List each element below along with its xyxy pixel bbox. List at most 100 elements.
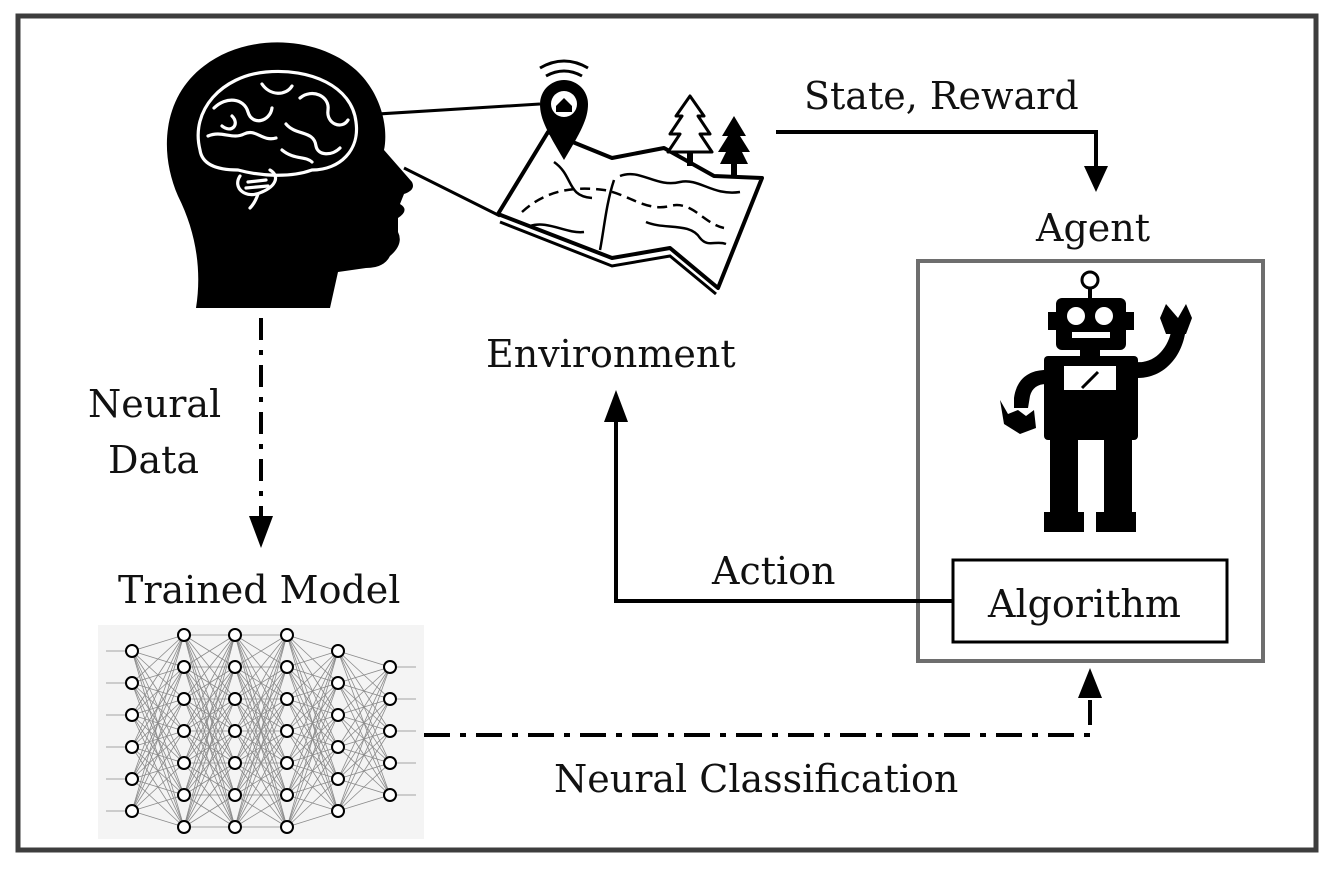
network-node: [125, 740, 139, 754]
network-edge: [234, 634, 288, 700]
network-node: [331, 708, 345, 722]
head-brain-icon: [166, 42, 413, 309]
network-node: [125, 676, 139, 690]
network-edge: [183, 762, 236, 828]
network-node: [383, 724, 397, 738]
network-edge: [234, 634, 288, 796]
network-edge: [337, 666, 391, 684]
network-node: [280, 660, 294, 674]
network-edge: [234, 730, 288, 828]
network-edge: [286, 650, 339, 764]
network-node: [331, 740, 345, 754]
map-icon: [496, 130, 764, 296]
network-edge: [234, 634, 288, 828]
network-node: [228, 660, 242, 674]
network-edge: [337, 650, 391, 668]
agent-label: Agent: [1036, 206, 1150, 250]
network-node: [177, 788, 191, 802]
algorithm-label: Algorithm: [988, 582, 1181, 626]
network-node: [383, 692, 397, 706]
network-edge: [234, 698, 288, 828]
network-edge: [131, 762, 185, 812]
state-reward-label: State, Reward: [804, 74, 1079, 118]
network-edge: [183, 634, 236, 828]
network-edge: [234, 762, 288, 828]
network-node: [228, 628, 242, 642]
network-edge: [131, 666, 185, 812]
environment-label: Environment: [486, 332, 736, 376]
network-node: [280, 628, 294, 642]
network-edge: [131, 634, 185, 812]
network-node: [125, 772, 139, 786]
gaze-line-top: [377, 102, 541, 116]
outer-frame: [15, 13, 1319, 853]
network-node: [228, 724, 242, 738]
network-node: [280, 724, 294, 738]
network-edge: [286, 714, 339, 828]
network-edge: [286, 650, 339, 828]
network-edge: [286, 650, 339, 668]
network-edge: [286, 746, 339, 828]
network-edge: [131, 634, 185, 748]
network-edge: [234, 634, 288, 668]
network-edge: [234, 634, 288, 732]
network-edge: [337, 666, 391, 812]
tree-icon: [666, 94, 714, 166]
network-edge: [337, 730, 391, 812]
network-edge: [183, 794, 236, 828]
network-edge: [286, 650, 339, 700]
network-node: [228, 692, 242, 706]
network-node: [177, 724, 191, 738]
location-pin-icon: [539, 59, 589, 160]
neural-classification-label: Neural Classification: [554, 757, 959, 801]
network-edge: [183, 634, 236, 732]
network-node: [331, 676, 345, 690]
network-node: [125, 644, 139, 658]
network-node: [177, 820, 191, 834]
network-edge: [183, 730, 236, 828]
neural-data-label-line2: Data: [108, 438, 200, 482]
network-edge: [234, 634, 288, 764]
algorithm-box: [951, 558, 1229, 644]
network-edge: [337, 762, 391, 812]
pine-tree-icon: [718, 116, 750, 176]
network-node: [177, 660, 191, 674]
network-edge: [286, 778, 339, 828]
network-edge: [131, 634, 185, 780]
network-node: [280, 692, 294, 706]
neural-network-icon: [98, 625, 424, 839]
neural-classification-arrow: [424, 700, 1092, 737]
network-edge: [337, 666, 391, 748]
network-node: [228, 756, 242, 770]
network-edge: [337, 698, 391, 812]
trained-model-label: Trained Model: [118, 568, 401, 612]
network-node: [383, 756, 397, 770]
network-node: [331, 804, 345, 818]
network-edge: [131, 634, 185, 716]
network-edge: [337, 666, 391, 716]
network-node: [331, 644, 345, 658]
robot-icon: [1000, 270, 1192, 532]
network-edge: [131, 634, 185, 652]
network-edge: [131, 634, 185, 684]
network-node: [177, 756, 191, 770]
network-edge: [131, 810, 185, 828]
network-node: [280, 756, 294, 770]
network-edge: [234, 666, 288, 828]
network-edge: [337, 666, 391, 780]
network-edge: [183, 634, 236, 764]
state-reward-arrow: [776, 130, 1098, 176]
network-edge: [131, 794, 185, 812]
network-edge: [286, 810, 339, 828]
network-node: [125, 708, 139, 722]
action-label: Action: [712, 549, 836, 593]
agent-box: [916, 259, 1265, 663]
network-edge: [183, 698, 236, 828]
network-edge: [183, 634, 236, 668]
network-edge: [183, 634, 236, 796]
network-edge: [337, 794, 391, 812]
network-edge: [183, 666, 236, 828]
network-node: [331, 772, 345, 786]
action-arrow: [614, 412, 953, 603]
